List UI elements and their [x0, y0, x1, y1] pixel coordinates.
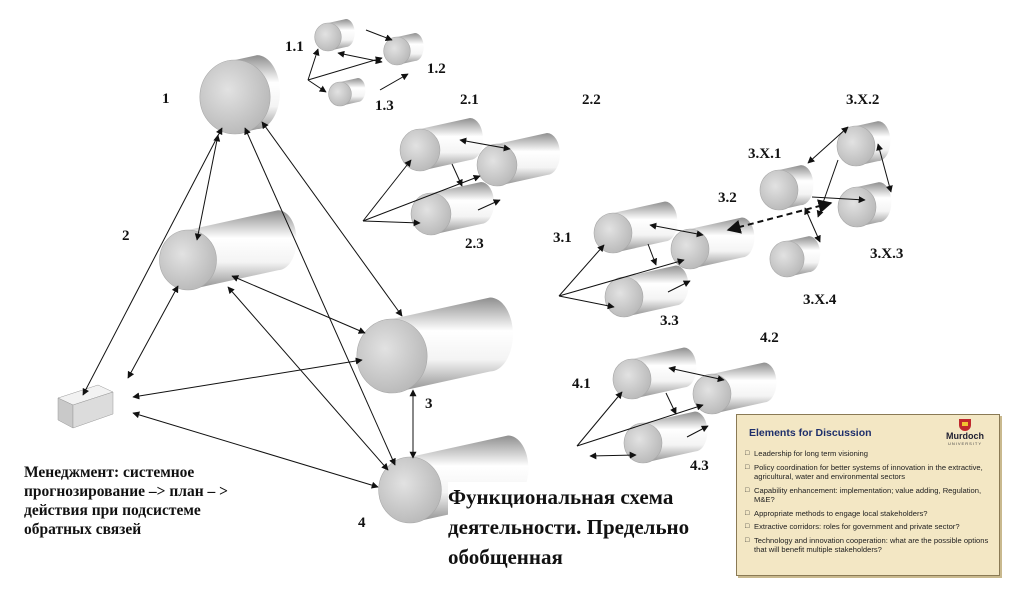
label-1-1: 1.1	[285, 39, 304, 55]
arrow-1x-d	[337, 50, 383, 65]
management-caption: Менеджмент: системное прогнозирование –>…	[24, 463, 284, 543]
cylinder-1	[199, 55, 280, 135]
discussion-item: Policy coordination for better systems o…	[745, 463, 991, 482]
arrow-1x-f	[379, 73, 409, 91]
discussion-item: Appropriate methods to engage local stak…	[745, 509, 991, 519]
cylinder-3x3	[837, 182, 892, 228]
discussion-panel: Murdoch UNIVERSITY Elements for Discussi…	[736, 414, 1000, 576]
arrow-1x-a	[307, 48, 320, 81]
label-4-3: 4.3	[690, 458, 709, 474]
label-3-1: 3.1	[553, 230, 572, 246]
management-line-1: Менеджмент: системное	[24, 464, 195, 481]
arrow-3x-a	[558, 244, 605, 297]
label-3x4: 3.X.4	[803, 292, 837, 308]
arrow-3xx-b	[811, 196, 866, 204]
cylinder-1-2	[383, 33, 424, 66]
label-4-1: 4.1	[572, 376, 591, 392]
label-3: 3	[425, 396, 433, 412]
arrow-4x-b	[576, 403, 704, 447]
arrow-3x-e	[647, 243, 658, 266]
arrow-2x-f	[477, 199, 501, 211]
arrow-4x-e	[665, 392, 677, 415]
label-1-2: 1.2	[427, 61, 446, 77]
cylinder-2-1	[399, 118, 484, 172]
label-3x1: 3.X.1	[748, 146, 781, 162]
cylinder-4-1	[612, 347, 697, 400]
shield-icon	[959, 419, 971, 431]
management-line-3: действия при подсистеме	[24, 502, 201, 519]
management-line-4: обратных связей	[24, 521, 142, 538]
cylinder-4-3	[623, 411, 708, 464]
cylinder-4-2	[692, 362, 777, 415]
arrow-2x-e	[451, 163, 463, 187]
arrow-1-4	[244, 127, 396, 466]
cylinder-2	[159, 210, 297, 291]
label-1: 1	[162, 91, 170, 107]
arrow-4x-c	[589, 451, 637, 460]
cylinder-3-2	[670, 217, 755, 270]
label-3x3: 3.X.3	[870, 246, 903, 262]
label-1-3: 1.3	[375, 98, 394, 114]
arrow-3xx-c	[876, 143, 893, 193]
arrow-4x-a	[576, 391, 623, 447]
label-2-2: 2.2	[582, 92, 601, 108]
murdoch-logo: Murdoch UNIVERSITY	[941, 419, 989, 446]
cylinder-3x4	[769, 236, 821, 278]
discussion-item: Extractive corridors: roles for governme…	[745, 522, 991, 532]
arrow-2x-a	[362, 159, 412, 222]
arrow-3x-b	[558, 258, 685, 297]
function-line-1: Функциональная схема	[448, 485, 674, 509]
label-2-1: 2.1	[460, 92, 479, 108]
discussion-item: Leadership for long term visioning	[745, 449, 991, 459]
arrow-4x-d	[668, 365, 725, 383]
label-3-2: 3.2	[718, 190, 737, 206]
function-line-2: деятельности. Предельно	[448, 515, 690, 539]
arrow-2-box	[127, 285, 179, 379]
arrow-3x-f	[667, 280, 691, 293]
cylinder-3x1	[759, 165, 814, 211]
arrow-box-4	[132, 411, 379, 489]
discussion-list: Leadership for long term visioning Polic…	[745, 449, 991, 555]
arrow-1x-c	[307, 79, 327, 93]
label-3-3: 3.3	[660, 313, 679, 329]
cylinder-2-2	[476, 133, 561, 187]
cylinder-3-1	[593, 201, 678, 254]
arrow-2x-d	[459, 137, 511, 152]
cylinder-1-3	[328, 78, 366, 107]
arrow-2x-c	[362, 219, 421, 227]
discussion-item: Capability enhancement: implementation; …	[745, 486, 991, 505]
logo-subtitle: UNIVERSITY	[947, 441, 982, 446]
cylinder-1-1	[314, 19, 355, 52]
cylinder-3-3	[604, 265, 689, 318]
label-layer: 1 1.1 1.2 1.3 2 2.1 2.2 2.3 3 3.1 3.2 3.…	[122, 39, 903, 531]
arrow-box-3	[132, 357, 363, 400]
label-2: 2	[122, 228, 130, 244]
label-4-2: 4.2	[760, 330, 779, 346]
arrow-4x-f	[686, 425, 709, 438]
arrow-3x-d	[649, 222, 704, 238]
sensor-box	[57, 384, 114, 429]
arrow-3xx-d	[804, 207, 821, 243]
arrow-layer	[82, 29, 893, 489]
logo-name: Murdoch	[946, 431, 984, 441]
arrow-1x-b	[307, 56, 383, 81]
arrow-1-2	[194, 134, 221, 241]
panel-title: Elements for Discussion	[749, 427, 872, 439]
arrow-3x-dashed	[726, 199, 833, 234]
label-4: 4	[358, 515, 366, 531]
arrow-3x-c	[558, 295, 615, 310]
arrow-1x-e	[365, 29, 393, 42]
label-2-3: 2.3	[465, 236, 484, 252]
arrow-3xx-a	[807, 126, 849, 164]
cylinder-3	[356, 297, 513, 394]
arrow-3xx-e	[816, 159, 839, 218]
arrow-2-3	[231, 275, 366, 334]
label-3x2: 3.X.2	[846, 92, 879, 108]
discussion-item: Technology and innovation cooperation: w…	[745, 536, 991, 555]
function-line-3: обобщенная	[448, 545, 563, 569]
function-scheme-caption: Функциональная схема деятельности. Преде…	[448, 482, 738, 578]
cylinder-2-3	[410, 182, 495, 236]
management-line-2: прогнозирование –> план – >	[24, 483, 228, 500]
